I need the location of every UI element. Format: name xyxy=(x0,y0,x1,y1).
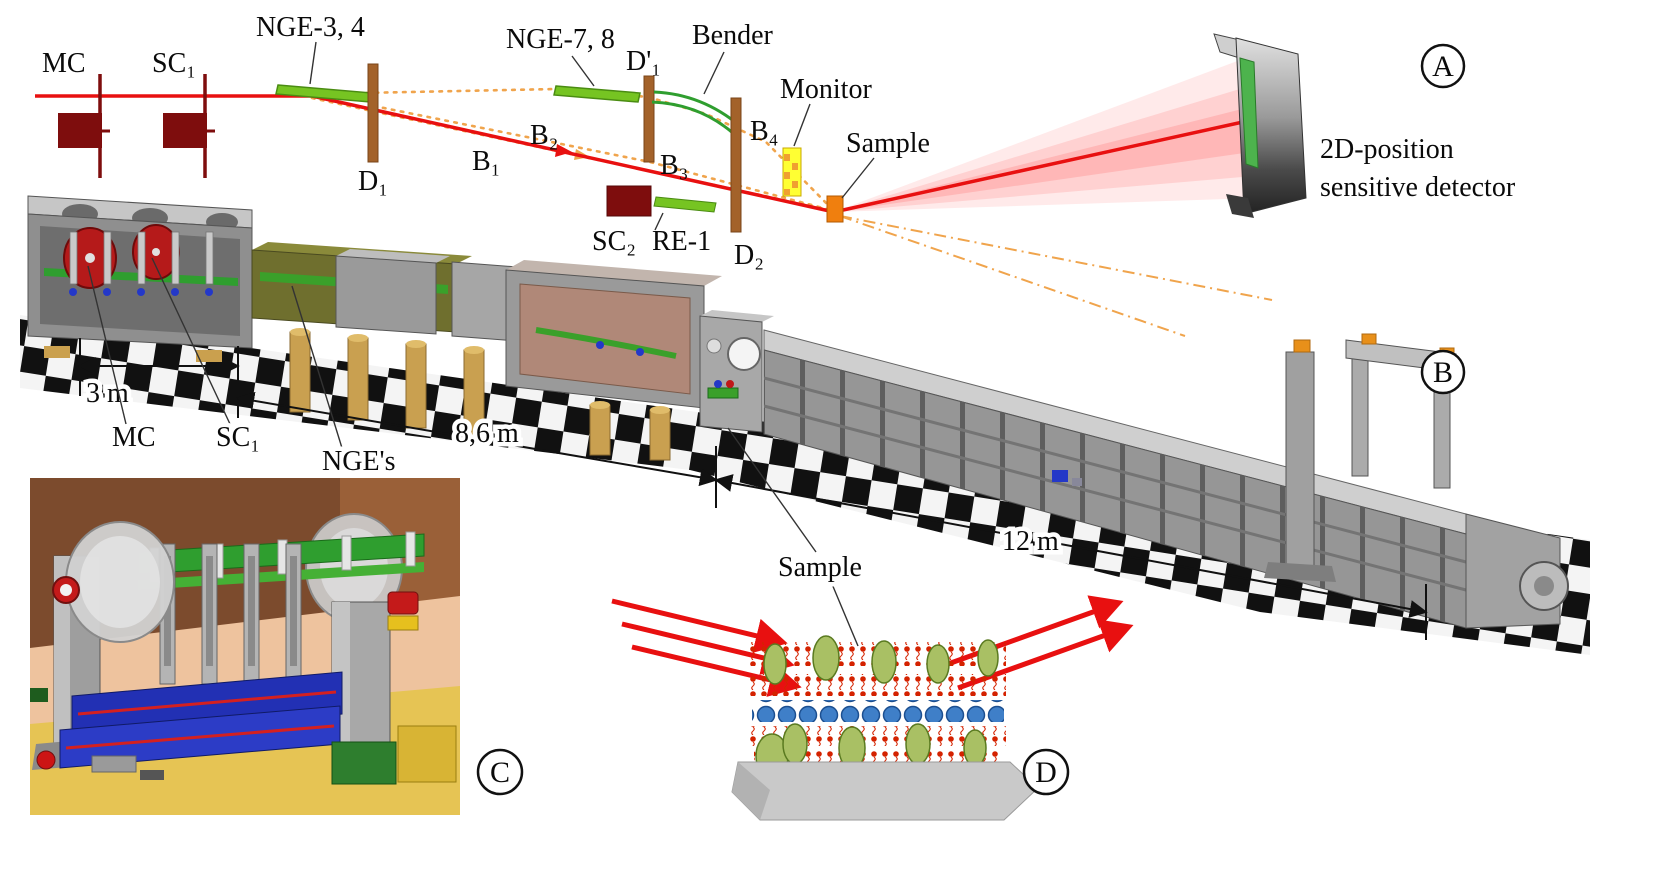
sc1-callout-line xyxy=(151,257,231,425)
panel-c-badge: C xyxy=(490,756,510,789)
closeup-blue-rails xyxy=(59,671,343,769)
reflected-beam-line xyxy=(833,118,1253,214)
nge78-guide xyxy=(553,85,641,103)
panel-c-closeup xyxy=(30,478,460,815)
d2-diaphragm xyxy=(730,97,742,233)
label-detector-line2: sensitive detector xyxy=(1320,172,1516,203)
bender-pointer xyxy=(703,51,725,95)
beam-fan-mid xyxy=(834,88,1254,212)
monitor-symbol xyxy=(782,147,802,197)
label-mc-b: MC xyxy=(112,422,156,453)
label-detector-line1: 2D-position xyxy=(1320,134,1454,165)
beam-arrowhead xyxy=(555,144,572,157)
closeup-yellow-stack xyxy=(397,725,457,783)
label-sample-b: Sample xyxy=(778,552,862,583)
sample-pointer-a xyxy=(841,157,875,199)
label-nge78: NGE-7, 8 xyxy=(506,24,615,55)
label-b1: B₁ xyxy=(472,146,500,177)
d1-prime-diaphragm xyxy=(643,75,655,163)
label-d1-prime: D'₁ xyxy=(626,46,661,77)
translation-stages xyxy=(69,231,214,296)
sample-callout-line-up xyxy=(727,427,817,553)
panel-d-badge: D xyxy=(1035,756,1057,789)
substrate-slab xyxy=(731,761,1039,821)
label-dim-3m: 3 m xyxy=(86,378,129,409)
dim-line-86m xyxy=(236,391,718,487)
mc-callout-line xyxy=(87,265,127,425)
nge34-pointer xyxy=(309,41,317,85)
blue-sphere-row xyxy=(752,700,1004,722)
sample-symbol xyxy=(826,195,844,223)
panel-a-badge: A xyxy=(1432,50,1454,83)
transmitted-beam-dashdot-1 xyxy=(839,215,1273,301)
beam-path-b4-dotted xyxy=(310,87,836,213)
beam-fan-outer xyxy=(834,60,1258,212)
beam-port-hole xyxy=(727,337,761,371)
label-re1: RE-1 xyxy=(652,226,711,257)
label-sample-a: Sample xyxy=(846,128,930,159)
label-b3: B₃ xyxy=(660,150,688,181)
label-sc1-a: SC₁ xyxy=(152,48,196,79)
nge78-pointer xyxy=(571,55,595,87)
mc-chopper-symbol xyxy=(58,74,110,178)
panel-b-badge: B xyxy=(1433,356,1453,389)
label-sc1-b: SC₁ xyxy=(216,422,260,453)
label-monitor: Monitor xyxy=(780,74,872,105)
lipid-membrane xyxy=(731,635,1039,821)
panel-b-badge-circle xyxy=(1420,349,1466,395)
closeup-green-box xyxy=(331,741,397,785)
sample-callout-line-down xyxy=(831,583,859,647)
re1-pointer xyxy=(654,212,664,231)
sample-stage xyxy=(707,387,739,399)
label-dim-12m: 12 m xyxy=(1002,526,1059,557)
label-bender: Bender xyxy=(692,20,774,51)
panel-b-instrument: 3 m 8,6 m 12 m MC SC₁ NGE's Sample B xyxy=(20,195,1590,655)
label-b2: B₂ xyxy=(530,120,558,151)
detector-2d xyxy=(1213,33,1307,218)
dim-line-12m xyxy=(714,474,1428,618)
label-nges: NGE's xyxy=(322,446,396,477)
d1-diaphragm xyxy=(367,63,379,163)
sc2-chopper xyxy=(606,185,652,217)
nges-callout-line xyxy=(291,285,343,449)
panel-a-schematic: MC SC₁ NGE-3, 4 D₁ NGE-7, 8 D'₁ Bender B xyxy=(35,12,1516,337)
monitor-pointer xyxy=(793,103,811,147)
re1-element xyxy=(653,196,717,213)
label-sc2: SC₂ xyxy=(592,226,636,257)
sample-tower-3d xyxy=(699,310,774,433)
chopper-housing-3d xyxy=(27,195,253,362)
panel-c-badge-circle xyxy=(476,748,524,796)
label-nge34: NGE-3, 4 xyxy=(256,12,365,43)
label-d1: D₁ xyxy=(358,166,388,197)
neutron-guide-section-3d xyxy=(251,242,722,461)
label-dim-86m: 8,6 m xyxy=(455,418,519,449)
bender-arcs xyxy=(651,90,741,136)
support-column xyxy=(1285,351,1315,567)
transmitted-beam-dashdot-2 xyxy=(839,215,1186,337)
beam-fan-inner xyxy=(834,108,1251,212)
closeup-red-knob xyxy=(36,750,56,770)
label-b4: B₄ xyxy=(750,116,778,147)
main-beam-line xyxy=(35,94,835,214)
detector-beam-fan xyxy=(834,60,1258,212)
lipid-layer-3 xyxy=(748,726,1006,746)
panel-d-badge-circle xyxy=(1022,748,1070,796)
sc1-chopper-symbol xyxy=(163,74,215,178)
panel-a-badge-circle xyxy=(1420,43,1466,89)
panel-d-sample: D xyxy=(611,595,1134,821)
label-mc-a: MC xyxy=(42,48,86,79)
label-d2: D₂ xyxy=(734,240,764,271)
closeup-motor-red xyxy=(387,591,419,615)
